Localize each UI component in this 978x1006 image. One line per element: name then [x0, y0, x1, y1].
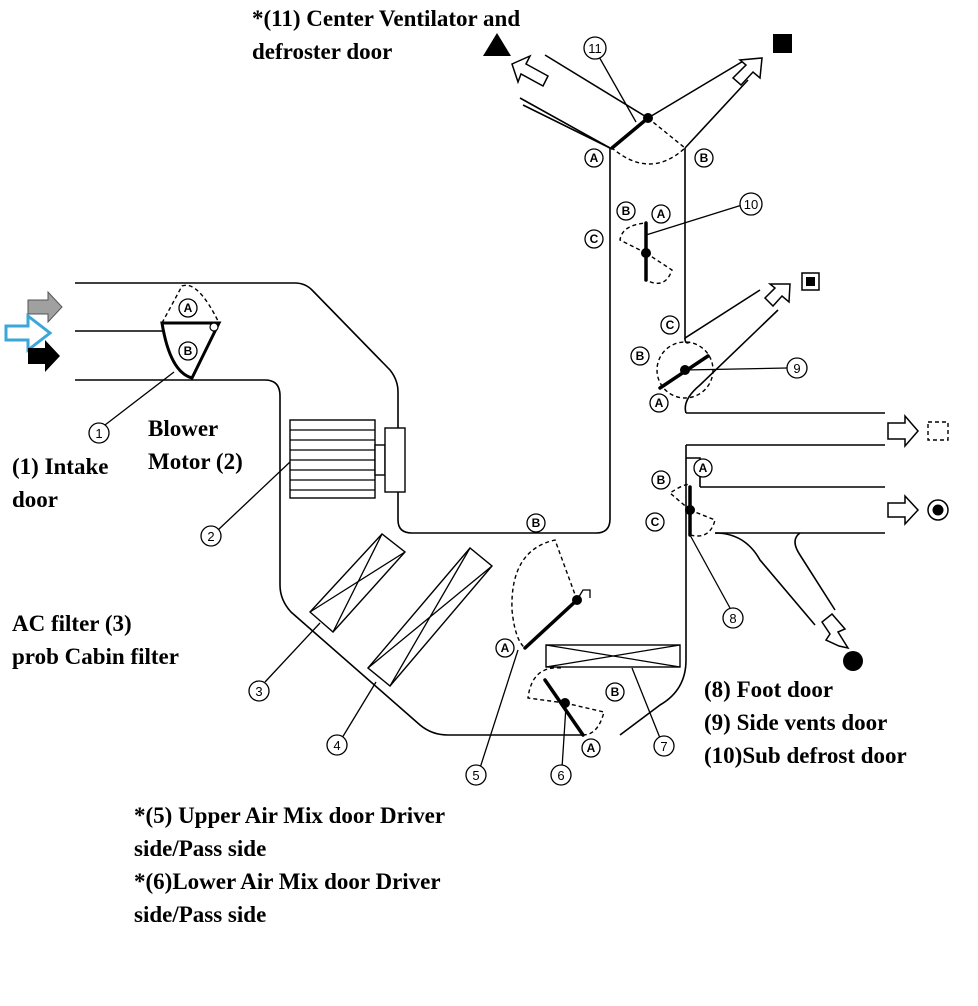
svg-text:B: B — [532, 516, 541, 530]
svg-text:A: A — [501, 641, 510, 655]
svg-text:A: A — [655, 396, 664, 410]
callout-2: 2 — [200, 525, 222, 547]
center-vent-door — [610, 113, 687, 165]
svg-text:1: 1 — [95, 426, 102, 441]
annotation-labels: *(11) Center Ventilator and defroster do… — [12, 6, 907, 927]
mix-label-4: side/Pass side — [134, 902, 266, 927]
svg-text:11: 11 — [588, 41, 602, 56]
svg-text:C: C — [651, 515, 660, 529]
pos-b-door11: B — [694, 148, 714, 168]
callout-1: 1 — [88, 422, 110, 444]
svg-text:2: 2 — [207, 529, 214, 544]
lower-air-mix-door — [527, 667, 605, 737]
upper-air-mix-door — [511, 539, 591, 650]
pos-c-door9: C — [660, 315, 680, 335]
pos-b-door8: B — [651, 470, 671, 490]
center-vent-label-2: defroster door — [252, 39, 392, 64]
pos-a-door6: A — [581, 738, 601, 758]
callout-7: 7 — [653, 735, 675, 757]
filter-label-2: prob Cabin filter — [12, 644, 179, 669]
pos-a-door10: A — [651, 204, 671, 224]
svg-text:B: B — [184, 344, 193, 358]
svg-text:5: 5 — [472, 768, 479, 783]
callout-3: 3 — [248, 680, 270, 702]
pos-a-door8: A — [693, 458, 713, 478]
svg-text:B: B — [657, 473, 666, 487]
blower-motor — [289, 419, 406, 499]
defrost-left-arrow — [483, 33, 549, 88]
blower-label-1: Blower — [148, 416, 218, 441]
center-vent-label-1: *(11) Center Ventilator and — [252, 6, 520, 31]
svg-text:A: A — [587, 741, 596, 755]
pos-b-door10: B — [616, 201, 636, 221]
callout-5: 5 — [465, 764, 487, 786]
svg-text:B: B — [622, 204, 631, 218]
svg-text:4: 4 — [333, 738, 340, 753]
center-vent-arrow — [887, 413, 949, 449]
defrost-right-arrow — [731, 34, 792, 87]
svg-text:C: C — [590, 232, 599, 246]
svg-text:6: 6 — [557, 768, 564, 783]
svg-text:B: B — [636, 349, 645, 363]
intake-label-1: (1) Intake — [12, 454, 108, 479]
svg-text:A: A — [184, 301, 193, 315]
blower-label-2: Motor (2) — [148, 449, 243, 474]
callout-6: 6 — [550, 764, 572, 786]
svg-text:B: B — [700, 151, 709, 165]
svg-text:3: 3 — [255, 684, 262, 699]
svg-text:10: 10 — [744, 197, 758, 212]
side-vent-arrow — [763, 272, 820, 308]
hot-air-arrow — [28, 340, 60, 372]
legend-sub-defrost-door: (10)Sub defrost door — [704, 743, 907, 768]
legend-foot-door: (8) Foot door — [704, 677, 833, 702]
filter-label-1: AC filter (3) — [12, 611, 132, 636]
pos-b-door9: B — [630, 346, 650, 366]
foot-door — [668, 483, 716, 537]
legend-side-vents-door: (9) Side vents door — [704, 710, 887, 735]
mix-label-3: *(6)Lower Air Mix door Driver — [134, 869, 441, 894]
pos-b-door6: B — [605, 682, 625, 702]
mix-label-2: side/Pass side — [134, 836, 266, 861]
pos-a-door5: A — [495, 638, 515, 658]
svg-text:7: 7 — [660, 739, 667, 754]
svg-text:A: A — [657, 207, 666, 221]
svg-text:8: 8 — [729, 611, 736, 626]
svg-text:C: C — [666, 318, 675, 332]
cabin-filter — [308, 533, 407, 633]
pos-a-intake: A — [178, 298, 198, 318]
leader-lines — [104, 54, 788, 769]
duct-outline — [75, 54, 885, 736]
callout-9: 9 — [786, 357, 808, 379]
pos-a-door11: A — [584, 148, 604, 168]
callout-4: 4 — [326, 734, 348, 756]
svg-text:A: A — [590, 151, 599, 165]
mix-label-1: *(5) Upper Air Mix door Driver — [134, 803, 445, 828]
pos-c-door8: C — [645, 512, 665, 532]
svg-text:A: A — [699, 461, 708, 475]
pos-a-door9: A — [649, 393, 669, 413]
pos-b-intake: B — [178, 341, 198, 361]
fresh-air-arrow — [4, 312, 53, 354]
sub-defrost-door — [619, 221, 673, 284]
evaporator — [367, 547, 493, 687]
svg-text:B: B — [611, 685, 620, 699]
callout-10: 10 — [739, 192, 763, 216]
svg-text:9: 9 — [793, 361, 800, 376]
heater-core — [545, 644, 681, 668]
pos-c-duct: C — [584, 229, 604, 249]
position-markers: A B A B B A C C B A A B C B A B A — [178, 148, 714, 758]
callout-11: 11 — [583, 36, 607, 60]
pos-b-door5: B — [526, 513, 546, 533]
intake-label-2: door — [12, 487, 58, 512]
rear-foot-arrow — [820, 612, 863, 671]
recirc-air-arrow — [27, 290, 63, 324]
callout-8: 8 — [722, 607, 744, 629]
foot-vent-arrow — [887, 494, 949, 526]
